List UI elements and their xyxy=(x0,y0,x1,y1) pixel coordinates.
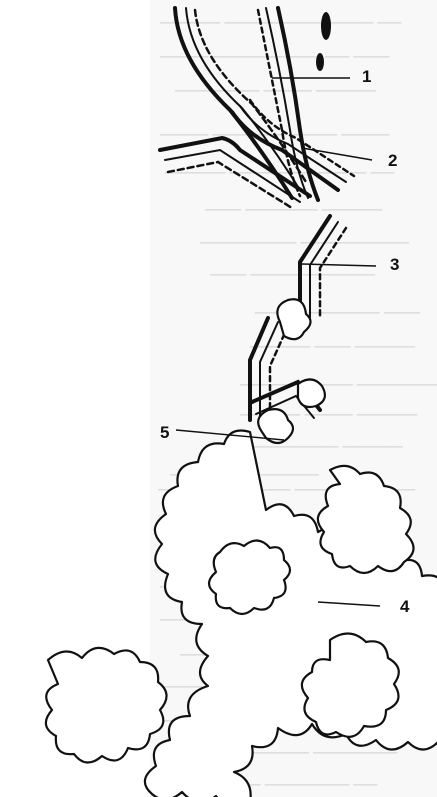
svg-text:───── ─── ─────: ───── ─── ───── xyxy=(249,337,416,356)
label-2: 2 xyxy=(388,151,397,170)
svg-text:─── ──── ──────: ─── ──── ────── xyxy=(209,265,376,284)
label-3: 3 xyxy=(390,255,399,274)
label-1: 1 xyxy=(362,67,371,86)
svg-text:─── ────── ─────: ─── ────── ───── xyxy=(204,200,383,219)
label-5: 5 xyxy=(160,423,169,442)
label-4: 4 xyxy=(400,597,410,616)
svg-text:──── ───── ───────: ──── ───── ─────── xyxy=(239,375,437,394)
alveolar-sacs xyxy=(46,431,437,797)
svg-text:──────── ─────────: ──────── ───────── xyxy=(199,233,410,252)
